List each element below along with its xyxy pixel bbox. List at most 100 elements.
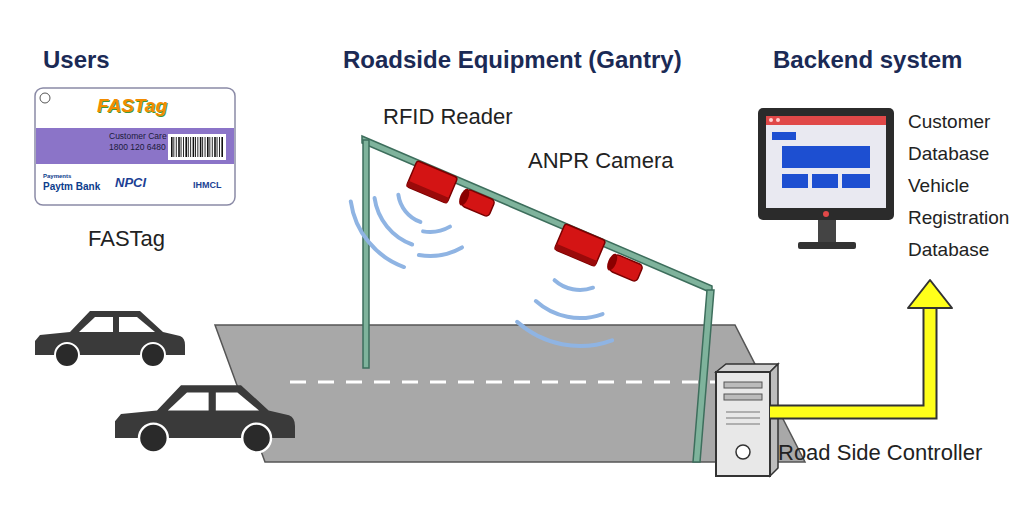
arrow-body: [770, 307, 930, 412]
radio-waves: [517, 322, 612, 346]
gantry: [362, 136, 712, 293]
controller-tower: [726, 418, 760, 419]
fastag-card: FASTagCustomer Care1800 120 6480Payments…: [35, 88, 235, 205]
fastag-card: [171, 137, 223, 157]
gantry: [362, 136, 714, 462]
controller-tower: [716, 364, 778, 476]
fastag-card: [193, 137, 195, 157]
fastag-card: [219, 137, 221, 157]
arrow-head: [908, 280, 952, 308]
fastag-card: [185, 137, 187, 157]
monitor: [818, 220, 836, 242]
controller-tower: [726, 412, 760, 413]
column-heading: Backend system: [773, 46, 962, 74]
anpr-camera: [605, 252, 619, 272]
monitor: [842, 174, 870, 188]
column-heading: Users: [43, 46, 110, 74]
fastag-card: [211, 137, 213, 157]
monitor: [769, 118, 773, 122]
gantry: [363, 140, 369, 368]
monitor: [766, 116, 886, 125]
card-text: 1800 120 6480: [109, 143, 166, 153]
part-label: FASTag: [88, 226, 165, 252]
database-label: Customer Database: [908, 106, 1018, 170]
fastag-card: [35, 88, 235, 205]
fastag-card: [35, 88, 235, 205]
card-text: Customer Care: [109, 132, 167, 142]
fastag-card: [173, 137, 175, 157]
fastag-card: [168, 134, 226, 160]
fastag-card: [202, 137, 204, 157]
radio-waves: [398, 195, 420, 222]
fastag-card: [171, 137, 173, 157]
part-label: RFID Reader: [383, 104, 513, 130]
backend-box: Customer DatabaseVehicle Registration Da…: [755, 100, 1020, 280]
rfid-reader: [554, 244, 597, 267]
controller-tower: [716, 364, 778, 372]
car: [35, 311, 185, 367]
radio-waves: [536, 301, 603, 318]
radio-waves: [375, 198, 413, 244]
car: [79, 317, 113, 332]
ihmcl-logo: IHMCL: [193, 180, 222, 190]
card-text: Payments: [43, 173, 71, 180]
monitor: [776, 118, 780, 122]
monitor: [758, 108, 894, 220]
fastag-card: [200, 137, 202, 157]
anpr-camera: [605, 252, 643, 282]
rfid-reader: [406, 161, 457, 204]
controller-tower: [724, 382, 762, 388]
road: [290, 381, 735, 384]
fastag-card: [221, 137, 223, 157]
monitor: [758, 108, 894, 249]
card-logo: FASTag: [97, 95, 167, 117]
fastag-card: [195, 137, 197, 157]
column-heading: Roadside Equipment (Gantry): [343, 46, 682, 74]
car: [242, 424, 271, 453]
fastag-card: [183, 137, 185, 157]
car: [216, 392, 259, 410]
rfid-reader: [406, 161, 457, 204]
npci-logo: NPCI: [115, 176, 146, 191]
fastag-card: [36, 128, 234, 164]
car: [119, 317, 155, 332]
controller-tower: [736, 445, 750, 459]
anpr-camera: [457, 187, 471, 207]
car: [141, 343, 165, 367]
controller-tower: [724, 394, 762, 400]
controller-tower: [726, 424, 760, 425]
monitor: [782, 174, 808, 188]
fastag-card: [40, 93, 50, 103]
fastag-card: [190, 137, 192, 157]
fastag-card: [187, 137, 189, 157]
fastag-card: [209, 137, 211, 157]
car: [115, 385, 295, 452]
arrow-outline: [770, 307, 930, 412]
car: [168, 392, 209, 410]
fastag-card: [197, 137, 199, 157]
car: [139, 424, 168, 453]
fastag-card: [214, 137, 216, 157]
fastag-card: [207, 137, 209, 157]
rfid-reader: [554, 224, 605, 267]
part-label: ANPR Camera: [528, 148, 673, 174]
data-flow-arrow: [770, 280, 952, 412]
radio-waves: [351, 201, 404, 267]
monitor: [798, 242, 856, 249]
controller-tower: [770, 364, 778, 476]
radio-waves: [419, 247, 462, 256]
anpr-camera: [457, 187, 495, 217]
database-label: Vehicle Registration Database: [908, 170, 1018, 266]
fastag-card: [204, 137, 206, 157]
fastag-card: [175, 137, 177, 157]
monitor: [812, 174, 838, 188]
radio-waves: [423, 227, 450, 232]
bank-logo: Paytm Bank: [43, 181, 100, 193]
rfid-reader: [406, 181, 449, 204]
node-label: Road Side Controller: [778, 440, 982, 465]
fastag-card: [178, 137, 180, 157]
rfid-reader: [554, 224, 605, 267]
monitor: [772, 132, 796, 140]
controller-box: Road Side Controller: [716, 368, 770, 478]
